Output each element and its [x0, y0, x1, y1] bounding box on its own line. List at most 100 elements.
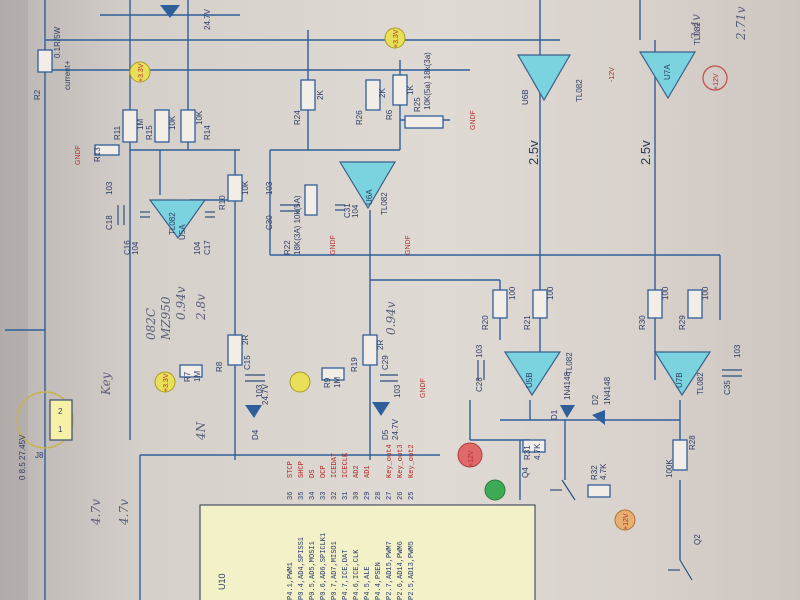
- svg-text:R15: R15: [145, 125, 154, 140]
- resistor-r6: R6 1K: [385, 74, 415, 120]
- svg-text:R6: R6: [385, 109, 394, 120]
- svg-text:TL082: TL082: [696, 372, 705, 395]
- svg-text:103: 103: [265, 181, 274, 195]
- note-2-5v-b: 2.5v: [638, 140, 653, 165]
- svg-text:C31: C31: [343, 203, 352, 218]
- capacitor-c15: C15 103: [243, 355, 265, 398]
- svg-text:D1: D1: [550, 409, 559, 420]
- resistor-r28: R28 100K: [665, 435, 697, 478]
- note-mz950: MZ950: [159, 296, 173, 341]
- capacitor-c18: C18 103: [105, 181, 125, 230]
- mcu-pin-number: 31: [342, 492, 350, 500]
- diode-group: D1 1N4148 D2 1N4148 D4 24.7V D5 24.7V 24…: [160, 5, 612, 440]
- svg-text:104: 104: [351, 204, 360, 218]
- opamp-u6b: U6B TL082: [516, 54, 584, 105]
- mcu-pin-number: 35: [298, 492, 306, 500]
- note-4n: 4N: [194, 421, 208, 441]
- svg-text:C17: C17: [203, 240, 212, 255]
- resistor-r7: R7 1M: [179, 364, 203, 382]
- mcu-pin-number: 32: [331, 492, 339, 500]
- mcu-pin-label: P2.5,AD13,PWM5: [408, 541, 416, 600]
- mcu-pin-label: P2.7,AD15,PWM7: [386, 541, 394, 600]
- rail-3v3-top: +3.3V: [384, 27, 406, 49]
- svg-text:100: 100: [508, 286, 517, 300]
- svg-text:103: 103: [105, 181, 114, 195]
- gndf-label-3: GNDF: [330, 235, 337, 255]
- svg-text:103: 103: [733, 344, 742, 358]
- mcu-net-label: DS: [309, 470, 317, 478]
- capacitor-c16: C16 104: [123, 211, 150, 255]
- resistor-r31: R31 4.7K: [522, 439, 546, 460]
- resistor-r32: R32 4.7K: [587, 463, 611, 498]
- j8-pin-2: 2: [58, 407, 63, 416]
- mcu-pin-label: P4.7,ICE,DAT: [342, 550, 350, 600]
- transistor-group: Q4 Q2: [521, 467, 702, 581]
- svg-text:103: 103: [475, 344, 484, 358]
- svg-text:R22: R22: [283, 240, 292, 255]
- svg-text:R9: R9: [323, 377, 332, 388]
- svg-text:C16: C16: [123, 240, 132, 255]
- svg-text:10K(5a) 18k(3a): 10K(5a) 18k(3a): [423, 52, 432, 110]
- current-plus-label: current+: [63, 60, 72, 90]
- svg-text:1M: 1M: [136, 119, 145, 130]
- capacitor-c17: 104 C17: [193, 211, 215, 255]
- svg-text:-12V: -12V: [609, 67, 616, 82]
- svg-text:R30: R30: [638, 315, 647, 330]
- resistor-r21: R21 100: [523, 286, 555, 330]
- svg-text:+12V: +12V: [623, 513, 630, 530]
- svg-text:Q2: Q2: [693, 534, 702, 545]
- svg-text:+12V: +12V: [468, 450, 475, 467]
- svg-text:+3.3V: +3.3V: [393, 29, 400, 48]
- note-2-5v-a: 2.5v: [526, 140, 541, 165]
- svg-text:R2: R2: [33, 89, 42, 100]
- svg-text:C28: C28: [475, 377, 484, 392]
- diode-d4: D4 24.7V: [245, 383, 270, 440]
- svg-text:R31: R31: [523, 445, 532, 460]
- opamp-u5b: U5B TL082: [503, 351, 574, 397]
- svg-text:R14: R14: [203, 125, 212, 140]
- svg-text:C29: C29: [381, 355, 390, 370]
- svg-text:R13: R13: [93, 147, 102, 162]
- mcu-net-label: Key_out2: [408, 444, 416, 478]
- svg-text:TL082: TL082: [380, 192, 389, 215]
- gndf-label-5: GNDF: [420, 378, 427, 398]
- handwritten-notes: 2.5v 2.5v Key 4.7v 4.7v 0.94v 2.8v 0.94v…: [89, 6, 748, 526]
- capacitor-c31: C31 104: [335, 203, 360, 218]
- mcu-pin-number: 29: [364, 492, 372, 500]
- note-key: Key: [99, 372, 113, 396]
- resistor-r25: R25 10K(5a) 18k(3a): [404, 52, 444, 129]
- resistor-r20: R20 100: [481, 286, 517, 330]
- svg-text:18K(3A) 10k(5A): 18K(3A) 10k(5A): [293, 195, 302, 255]
- mcu-pin-number: 33: [320, 492, 328, 500]
- svg-text:R10: R10: [218, 195, 227, 210]
- svg-text:2R: 2R: [376, 340, 385, 350]
- resistor-r26: R26 2K: [355, 79, 387, 125]
- resistor-r24: R24 2K: [293, 79, 325, 125]
- svg-text:U5A: U5A: [178, 224, 187, 240]
- connector-j8: 2 1 J8 0 8.5 27.45V: [16, 391, 74, 480]
- svg-text:1M: 1M: [333, 377, 342, 388]
- svg-text:100: 100: [701, 286, 710, 300]
- mcu-pin-number: 27: [386, 492, 394, 500]
- svg-text:TL082: TL082: [565, 352, 574, 375]
- note-3-4v: 3.4v: [689, 14, 703, 40]
- opamp-u7a: U7A TL082: [638, 22, 702, 100]
- mcu-net-label: ICEDAT: [331, 453, 339, 478]
- rail-12v-right: +12V: [702, 65, 728, 91]
- svg-text:10K: 10K: [168, 115, 177, 130]
- svg-text:C18: C18: [105, 215, 114, 230]
- mcu-net-label: AD2: [353, 465, 361, 478]
- svg-text:1N4148: 1N4148: [563, 371, 572, 400]
- mcu-pin-label: P2.6,AD14,PWM6: [397, 541, 405, 600]
- svg-text:24.7V: 24.7V: [391, 418, 400, 440]
- green-led: [484, 479, 506, 501]
- resistor-r10: R10 10K: [218, 174, 250, 210]
- mcu-net-label: ICECLK: [342, 452, 350, 478]
- svg-text:R28: R28: [688, 435, 697, 450]
- resistor-r29: R29 100: [678, 286, 710, 330]
- svg-text:R32: R32: [590, 465, 599, 480]
- svg-text:R20: R20: [481, 315, 490, 330]
- capacitor-c30: C30 103: [265, 181, 300, 230]
- opamp-group: U5A TL082 U6A TL082 U5B TL082 U6B TL082 …: [148, 22, 712, 397]
- svg-text:104: 104: [131, 241, 140, 255]
